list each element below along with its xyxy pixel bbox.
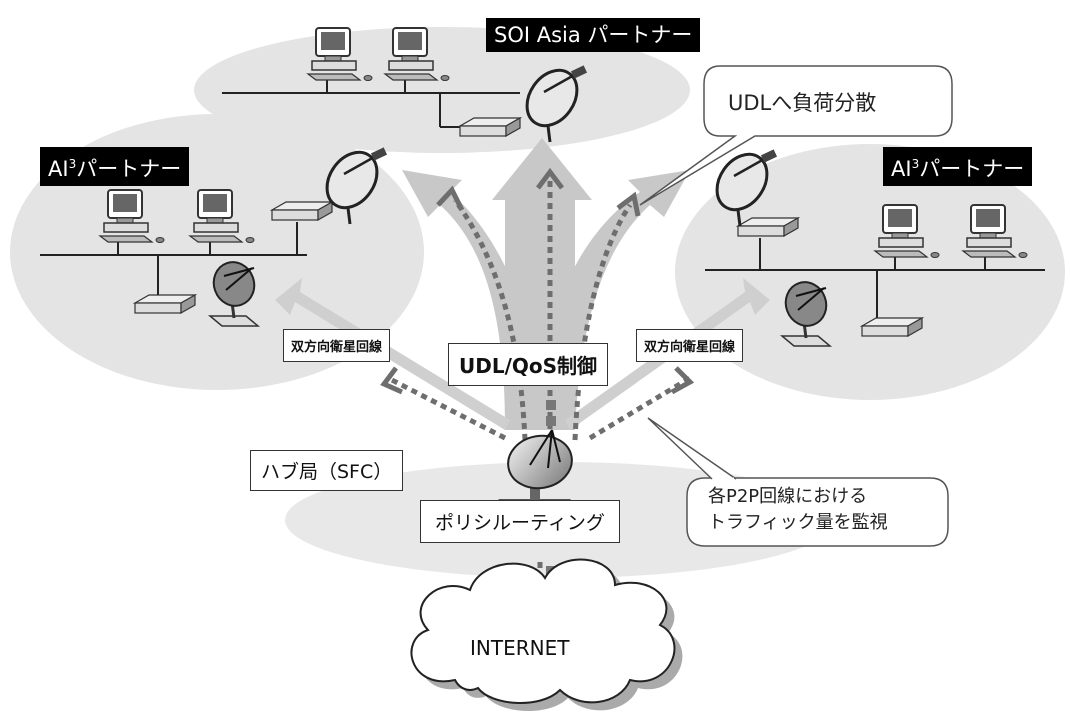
callout-monitor-line2: トラフィック量を監視 xyxy=(708,512,888,533)
label-ai3-right-partner: AI3パートナー xyxy=(883,147,1033,186)
callout-udl-load-text: UDLへ負荷分散 xyxy=(728,91,877,115)
soi-asia-text: SOI Asia パートナー xyxy=(494,23,693,47)
ai3-prefix: AI xyxy=(891,157,912,181)
ai3-superscript: 3 xyxy=(911,157,920,171)
callout-monitor xyxy=(647,417,949,547)
site-ai3-right xyxy=(675,144,1065,400)
dotted-arrowheads xyxy=(380,167,695,395)
modem-icon xyxy=(271,201,333,221)
label-udl-qos-control: UDL/QoS制御 xyxy=(448,343,609,386)
ai3-prefix: AI xyxy=(48,157,69,181)
soi-asia-equipment xyxy=(222,27,589,144)
site-soi-asia xyxy=(194,27,690,153)
label-bidir-satellite-right: 双方向衛星回線 xyxy=(636,329,744,362)
callout-monitor-text: 各P2P回線における トラフィック量を監視 xyxy=(708,484,888,536)
label-bidir-satellite-left: 双方向衛星回線 xyxy=(283,329,391,362)
modem-icon xyxy=(134,294,196,314)
ai3-right-equipment xyxy=(705,143,1045,348)
label-hub-station: ハブ局（SFC） xyxy=(250,450,404,491)
callout-monitor-line1: 各P2P回線における xyxy=(708,486,868,507)
ai3-left-equipment xyxy=(40,141,389,328)
label-soi-asia-partner: SOI Asia パートナー xyxy=(486,18,701,52)
modem-icon xyxy=(459,117,521,137)
modem-icon xyxy=(861,317,923,337)
ai3-suffix: パートナー xyxy=(919,157,1025,181)
callout-udl-load xyxy=(639,65,953,206)
label-internet: INTERNET xyxy=(470,636,570,660)
ai3-suffix: パートナー xyxy=(76,157,182,181)
internet-cloud xyxy=(410,558,683,711)
modem-icon xyxy=(737,217,799,237)
ai3-superscript: 3 xyxy=(68,157,77,171)
label-policy-routing: ポリシルーティング xyxy=(420,500,620,543)
label-ai3-left-partner: AI3パートナー xyxy=(40,147,190,186)
